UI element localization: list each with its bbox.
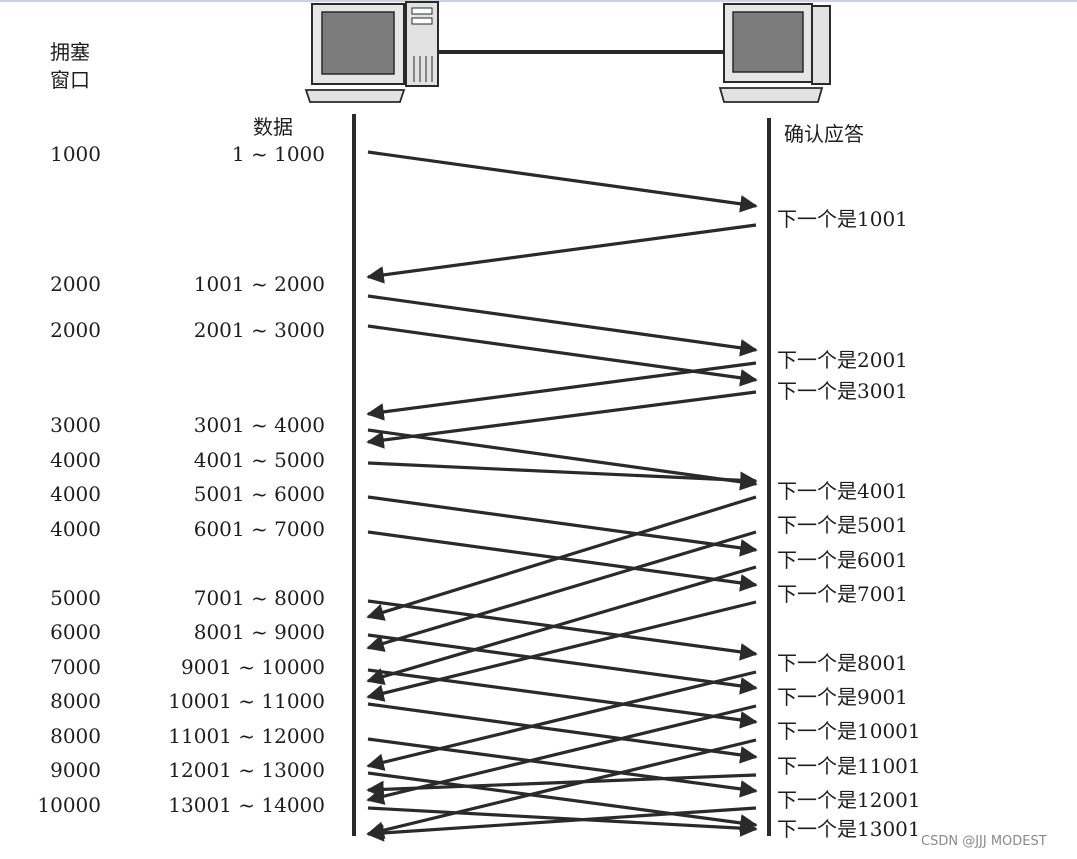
receiver-computer-icon [718,3,831,103]
cwnd-value: 10000 [37,793,101,817]
watermark: CSDN @JJJ MODEST [917,834,1051,849]
ack-label: 下一个是10001 [777,719,921,743]
data-arrow [367,428,758,491]
cwnd-value: 1000 [50,142,101,166]
arrows-group [366,150,758,842]
ack-arrow [366,530,757,652]
data-arrow [367,737,758,798]
cwnd-value: 2000 [50,318,101,342]
cwnd-value: 4000 [50,482,101,506]
ack-label: 下一个是9001 [777,685,908,709]
cwnd-header-line1: 拥塞 [50,40,90,64]
data-arrow [367,461,758,490]
data-range: 4001 ~ 5000 [193,448,325,472]
data-range: 5001 ~ 6000 [193,482,325,506]
ack-arrow [366,670,757,771]
data-header: 数据 [253,115,293,139]
ack-label: 下一个是6001 [777,548,908,572]
data-arrow [367,495,758,557]
ack-arrow [366,565,757,685]
ack-arrow [366,773,757,799]
ack-label: 下一个是11001 [777,754,921,778]
ack-label: 下一个是13001 [777,817,921,841]
data-arrow [367,668,758,729]
data-arrow [367,599,758,661]
data-range: 3001 ~ 4000 [193,413,325,437]
ack-arrow [366,390,757,449]
data-arrow [367,702,758,764]
ack-arrow [366,704,757,805]
data-range: 2001 ~ 3000 [193,318,325,342]
data-arrow [367,150,758,213]
ack-label: 下一个是2001 [777,348,908,372]
ack-header: 确认应答 [784,122,864,146]
ack-arrow [366,600,757,702]
data-range: 9001 ~ 10000 [181,655,325,679]
data-arrow [367,806,758,837]
data-range: 11001 ~ 12000 [168,724,325,748]
cwnd-value: 4000 [50,448,101,472]
ack-label: 下一个是5001 [777,513,908,537]
cwnd-value: 8000 [50,689,101,713]
ack-arrow [366,806,757,842]
cwnd-value: 3000 [50,413,101,437]
ack-label: 下一个是4001 [777,479,908,503]
cwnd-header: 拥塞 窗口 [50,38,110,94]
data-arrow [367,294,758,357]
data-range: 12001 ~ 13000 [168,758,325,782]
data-range: 6001 ~ 7000 [193,517,325,541]
cwnd-value: 4000 [50,517,101,541]
ack-label: 下一个是3001 [777,379,908,403]
data-range: 1001 ~ 2000 [193,272,325,296]
ack-arrow [366,495,757,621]
cwnd-value: 8000 [50,724,101,748]
data-range: 8001 ~ 9000 [193,620,325,644]
window-top-border [0,0,1077,2]
ack-label: 下一个是8001 [777,651,908,675]
ack-arrow [366,223,757,284]
ack-label: 下一个是7001 [777,582,908,606]
cwnd-header-line2: 窗口 [50,68,90,92]
sender-computer-icon [304,1,439,103]
ack-label: 下一个是1001 [777,207,908,231]
data-range: 1 ~ 1000 [231,142,325,166]
cwnd-value: 9000 [50,758,101,782]
data-range: 10001 ~ 11000 [168,689,325,713]
ack-label: 下一个是12001 [777,788,921,812]
data-arrow [367,771,758,832]
ack-arrow [366,361,757,421]
data-range: 13001 ~ 14000 [168,793,325,817]
ack-arrow [366,738,757,839]
data-range: 7001 ~ 8000 [193,586,325,610]
data-arrow [367,633,758,695]
cwnd-value: 2000 [50,272,101,296]
cwnd-value: 5000 [50,586,101,610]
cwnd-value: 7000 [50,655,101,679]
cwnd-value: 6000 [50,620,101,644]
